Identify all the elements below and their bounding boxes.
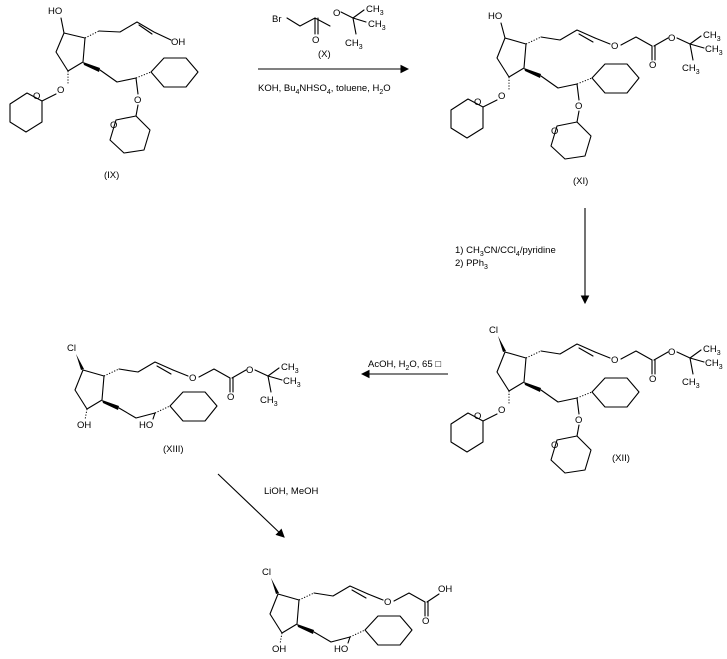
atom-label-cl: Cl	[262, 567, 271, 578]
atom-label-o: O	[312, 35, 319, 46]
atom-label-o: O	[611, 41, 618, 52]
atom-label-ch3: CH3	[345, 38, 363, 51]
atom-label-o: O	[498, 91, 505, 102]
atom-label-cl: Cl	[489, 325, 498, 336]
atom-label-o: O	[384, 597, 391, 608]
atom-label-oh: OH	[77, 420, 91, 431]
atom-label-ho: HO	[139, 420, 153, 431]
atom-label-o: O	[333, 8, 340, 19]
atom-label-ch3: CH3	[281, 362, 299, 375]
atom-label-ho: HO	[334, 644, 348, 655]
atom-label-o: O	[422, 616, 429, 627]
atom-label-o: O	[575, 101, 582, 112]
atom-label-o: O	[551, 126, 558, 137]
reaction-arrow-4	[217, 473, 285, 538]
compound-xiii: Cl O O O CH3 CH3 CH3 HO OH (XIII)	[67, 343, 301, 455]
compound-x: Br O O CH3 CH3 CH3 (X)	[272, 4, 386, 60]
atom-label-o: O	[33, 91, 40, 102]
atom-label-cl: Cl	[67, 343, 76, 354]
atom-label-ch3: CH3	[368, 19, 386, 32]
compound-label-xii: (XII)	[612, 453, 630, 464]
compound-label-x: (X)	[318, 49, 331, 60]
atom-label-o: O	[575, 415, 582, 426]
atom-label-br: Br	[272, 14, 282, 25]
atom-label-ch3: CH3	[705, 358, 723, 371]
reagent-step-3: AcOH, H2O, 65 □	[368, 359, 441, 372]
compound-label-xiii: (XIII)	[163, 444, 184, 455]
compound-ix: HO OH O O O O (IX)	[9, 6, 199, 181]
atom-label-oh: OH	[438, 584, 452, 595]
atom-label-ho: HO	[48, 6, 62, 17]
atom-label-o: O	[611, 355, 618, 366]
atom-label-o: O	[246, 365, 253, 376]
atom-label-ch3: CH3	[682, 63, 700, 76]
compound-label-xi: (XI)	[573, 176, 588, 187]
atom-label-o: O	[649, 374, 656, 385]
reagent-step-1: KOH, Bu4NHSO4, toluene, H2O	[258, 83, 391, 96]
atom-label-ho: HO	[488, 11, 502, 22]
atom-label-o: O	[474, 97, 481, 108]
atom-label-o: O	[189, 373, 196, 384]
atom-label-ch3: CH3	[283, 376, 301, 389]
atom-label-o: O	[227, 392, 234, 403]
atom-label-ch3: CH3	[682, 377, 700, 390]
compound-label-ix: (IX)	[104, 170, 119, 181]
atom-label-o: O	[551, 440, 558, 451]
reagent-step-2-line-2: 2) PPh3	[455, 258, 488, 271]
atom-label-o: O	[668, 33, 675, 44]
compound-final-acid: Cl O O OH HO OH	[262, 567, 452, 655]
reagent-step-4: LiOH, MeOH	[264, 486, 319, 497]
atom-label-ch3: CH3	[703, 30, 721, 43]
compound-xi: HO O O O CH3 CH3 CH3 O O O O (XI)	[450, 11, 723, 187]
atom-label-ch3: CH3	[366, 4, 384, 17]
atom-label-oh: OH	[171, 37, 185, 48]
atom-label-o: O	[57, 85, 64, 96]
atom-label-ch3: CH3	[260, 395, 278, 408]
atom-label-oh: OH	[272, 644, 286, 655]
atom-label-ch3: CH3	[703, 344, 721, 357]
atom-label-o: O	[668, 347, 675, 358]
reagent-step-2-line-1: 1) CH3CN/CCl4/pyridine	[455, 245, 556, 258]
atom-label-o: O	[474, 411, 481, 422]
compound-xii: Cl O O O CH3 CH3 CH3 O O O O (XII)	[450, 325, 723, 474]
atom-label-o: O	[110, 120, 117, 131]
atom-label-o: O	[498, 405, 505, 416]
atom-label-o: O	[649, 60, 656, 71]
atom-label-ch3: CH3	[705, 44, 723, 57]
atom-label-o: O	[134, 95, 141, 106]
